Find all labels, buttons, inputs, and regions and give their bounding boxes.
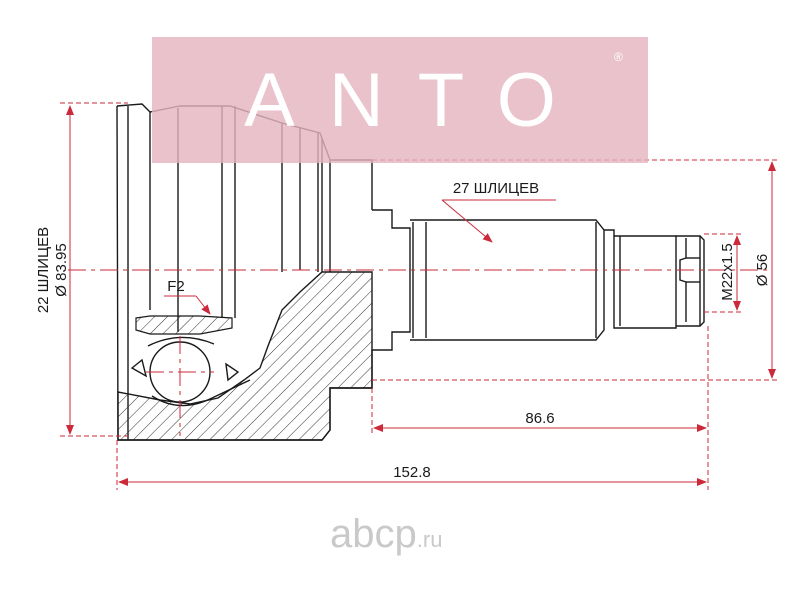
f2-label: F2: [167, 278, 185, 295]
center-line: [68, 269, 770, 436]
thread-label: M22x1.5: [719, 243, 736, 301]
anto-logo: ANTO: [244, 57, 590, 143]
abcp-watermark: abcp.ru: [330, 512, 442, 557]
left-splines-label: 22 ШЛИЦЕВ: [35, 227, 52, 313]
watermark-domain: .ru: [416, 527, 443, 552]
logo-banner: [152, 37, 648, 163]
left-diameter-label: Ø 83.95: [53, 243, 70, 296]
right-diameter-label: Ø 56: [754, 254, 771, 287]
watermark-name: abcp: [330, 512, 417, 556]
registered-mark: ®: [614, 50, 623, 64]
shaft-splines-label: 27 ШЛИЦЕВ: [453, 180, 539, 197]
dimension-labels: 22 ШЛИЦЕВ Ø 83.95 27 ШЛИЦЕВ M22x1.5 Ø 56…: [35, 180, 771, 481]
shaft-length-label: 86.6: [525, 410, 554, 427]
total-length-label: 152.8: [393, 464, 431, 481]
